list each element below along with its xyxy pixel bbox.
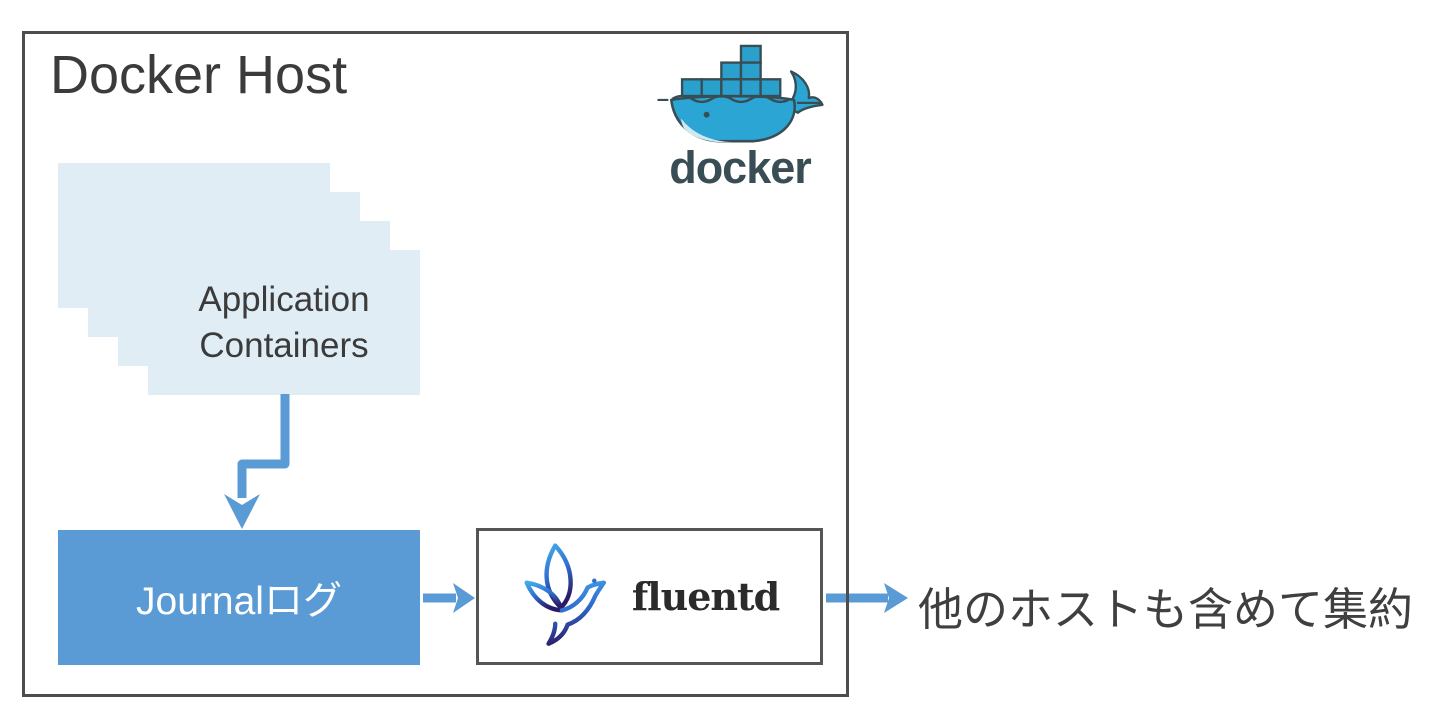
application-containers-line2: Containers [199, 325, 369, 365]
docker-host-box [22, 31, 849, 697]
journal-log-box: Journalログ [58, 530, 420, 665]
stack-rect [148, 250, 420, 395]
fluentd-bird-icon [524, 542, 606, 646]
fluentd-to-aggregate-arrow [826, 583, 908, 613]
docker-wordmark: docker [669, 142, 812, 193]
journal-log-label: Journalログ [136, 579, 342, 623]
docker-host-title: Docker Host [50, 45, 348, 105]
application-containers-line1: Application [198, 279, 370, 319]
containers-to-journal-arrow [224, 394, 290, 529]
application-containers-label: Application Containers [148, 250, 420, 395]
journal-to-fluentd-arrow [423, 583, 475, 613]
docker-whale-icon [657, 44, 824, 143]
fluentd-box: fluentd [476, 528, 823, 665]
fluentd-wordmark: fluentd [631, 574, 780, 619]
docker-logo: docker [655, 42, 825, 194]
aggregate-label: 他のホストも含めて集約 [918, 584, 1414, 635]
